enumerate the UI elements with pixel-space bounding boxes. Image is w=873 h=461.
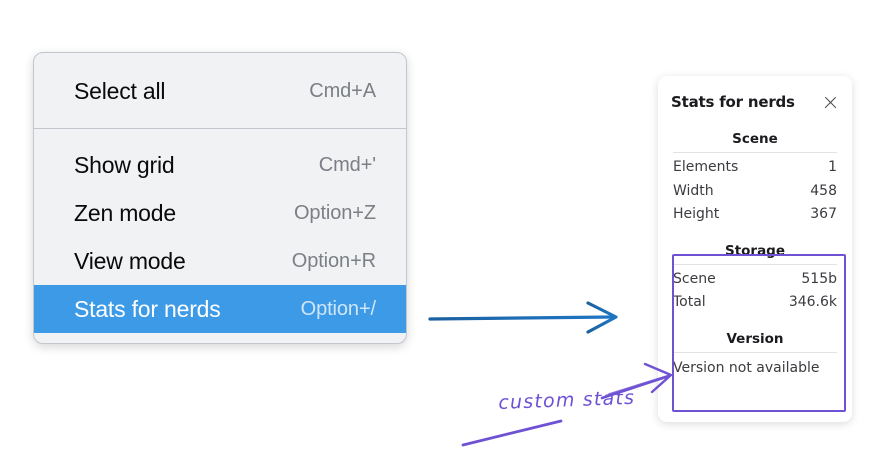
- menu-item-label: Stats for nerds: [74, 295, 221, 322]
- menu-item-shortcut: Cmd+': [318, 153, 376, 176]
- stat-row-elements: Elements 1: [671, 156, 839, 180]
- stat-key: Height: [673, 206, 720, 222]
- menu-divider: [34, 128, 406, 129]
- version-note: Version not available: [673, 359, 820, 376]
- menu-group-2: Show grid Cmd+' Zen mode Option+Z View m…: [34, 129, 406, 343]
- stat-key: Width: [673, 182, 714, 199]
- menu-group-1: Select all Cmd+A: [34, 53, 406, 128]
- menu-item-shortcut: Option+/: [300, 297, 376, 320]
- menu-item-shortcut: Option+R: [291, 249, 376, 272]
- menu-item-label: View mode: [74, 247, 186, 274]
- close-icon[interactable]: [822, 94, 839, 111]
- stat-row-scene-storage: Scene 515b: [671, 268, 839, 292]
- custom-stats-annotation-label: custom stats: [498, 386, 636, 414]
- stats-panel-header: Stats for nerds: [671, 76, 839, 115]
- menu-item-show-grid[interactable]: Show grid Cmd+': [34, 141, 406, 189]
- section-heading-storage: Storage: [724, 242, 786, 259]
- stat-value: 346.6k: [788, 294, 837, 310]
- menu-item-stats-for-nerds[interactable]: Stats for nerds Option+/: [34, 285, 406, 333]
- stat-key: Elements: [673, 159, 739, 175]
- section-rule: [673, 351, 837, 353]
- menu-item-select-all[interactable]: Select all Cmd+A: [34, 67, 406, 115]
- stat-key: Total: [673, 294, 706, 310]
- stats-for-nerds-panel: Stats for nerds Scene Elements 1 Width 4…: [658, 76, 852, 422]
- menu-item-view-mode[interactable]: View mode Option+R: [34, 237, 406, 285]
- section-rule: [673, 263, 837, 265]
- section-rule: [673, 152, 837, 153]
- section-heading-scene: Scene: [732, 131, 778, 147]
- section-heading-version: Version: [726, 330, 784, 347]
- stat-value: 1: [828, 159, 837, 175]
- underline-stroke-icon: [461, 419, 563, 447]
- stat-value: 367: [810, 206, 837, 222]
- stat-value: 458: [810, 182, 837, 199]
- arrow-right-icon: [428, 301, 618, 334]
- menu-item-zen-mode[interactable]: Zen mode Option+Z: [34, 189, 406, 237]
- stats-panel-title: Stats for nerds: [671, 93, 795, 111]
- context-menu[interactable]: Select all Cmd+A Show grid Cmd+' Zen mod…: [33, 52, 407, 344]
- stat-key: Scene: [673, 270, 716, 287]
- menu-item-shortcut: Option+Z: [293, 201, 376, 224]
- menu-item-label: Select all: [74, 77, 166, 104]
- menu-item-shortcut: Cmd+A: [309, 79, 376, 102]
- menu-item-label: Zen mode: [74, 199, 176, 226]
- stat-row-height: Height 367: [671, 203, 839, 227]
- stat-row-width: Width 458: [671, 180, 839, 204]
- stat-value: 515b: [801, 270, 837, 287]
- menu-item-label: Show grid: [74, 151, 175, 178]
- stat-row-total-storage: Total 346.6k: [671, 291, 839, 315]
